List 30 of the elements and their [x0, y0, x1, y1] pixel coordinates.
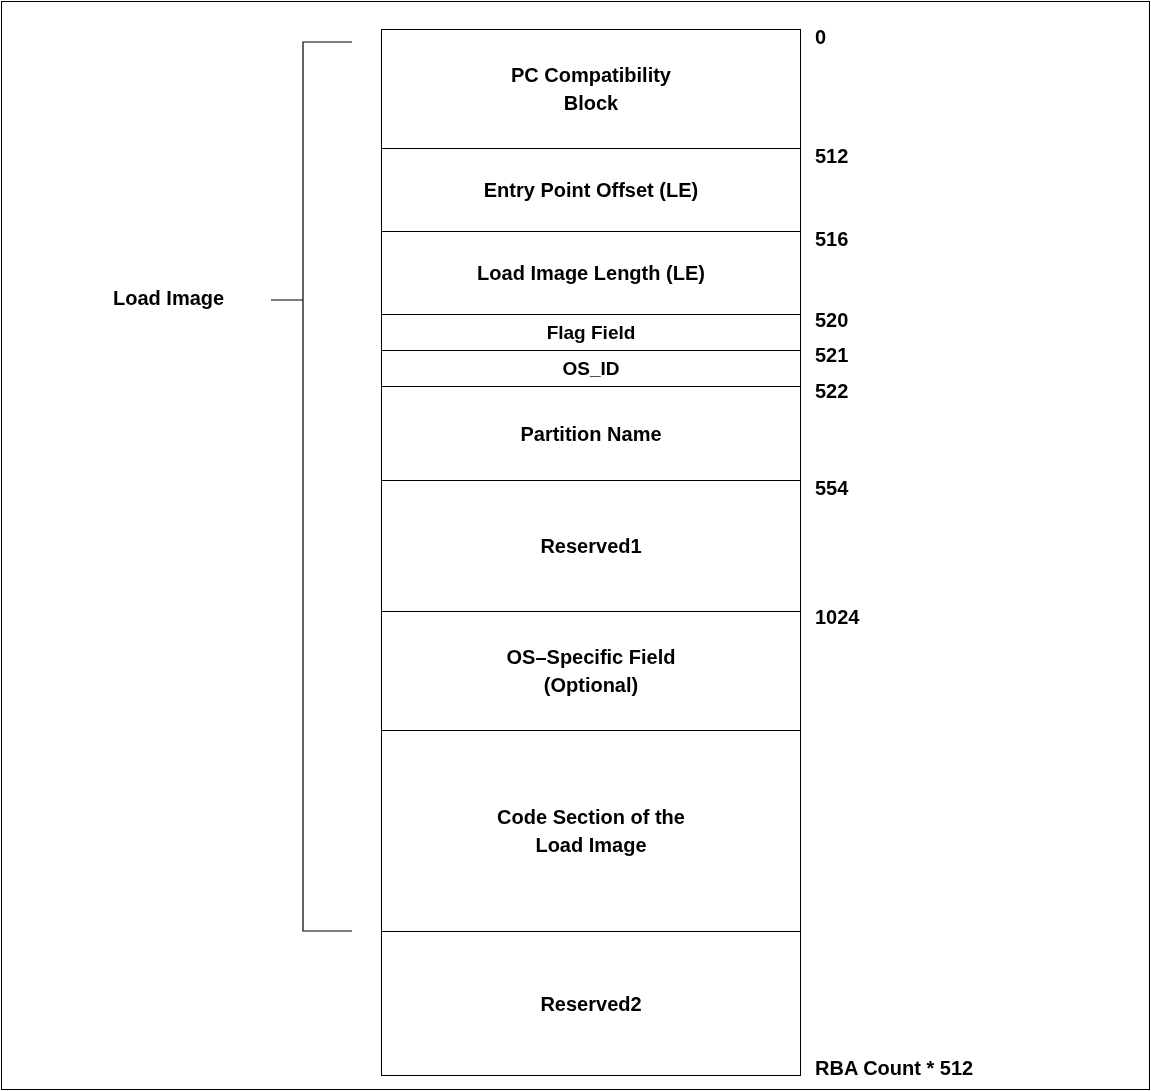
- field-name: Partition Name: [520, 421, 662, 447]
- offset-label: 0: [815, 27, 827, 47]
- field-name: OS_ID: [562, 359, 620, 378]
- field-name: Reserved1: [540, 534, 642, 559]
- section-label: Load Image: [113, 288, 225, 308]
- memory-field-box: [381, 231, 801, 315]
- memory-field-box: [381, 29, 801, 149]
- memory-field-box: [381, 931, 801, 1076]
- offset-label: 554: [815, 478, 849, 498]
- offset-label: 522: [815, 381, 849, 401]
- offset-label: 516: [815, 229, 849, 249]
- field-name: PC Compatibility Block: [510, 63, 672, 116]
- field-name: Load Image Length (LE): [477, 261, 705, 286]
- field-name: Code Section of the Load Image: [496, 805, 686, 858]
- field-name: Flag Field: [546, 323, 636, 342]
- field-name: OS–Specific Field (Optional): [505, 645, 677, 698]
- field-name: Reserved2: [540, 991, 642, 1017]
- offset-label: 521: [815, 345, 849, 365]
- offset-label: 512: [815, 146, 849, 166]
- offset-label: RBA Count * 512: [815, 1058, 974, 1078]
- memory-field-box: [381, 611, 801, 731]
- memory-field-box: [381, 314, 801, 351]
- memory-field-box: [381, 480, 801, 612]
- offset-label: 1024: [815, 607, 860, 627]
- field-name: Entry Point Offset (LE): [483, 178, 699, 203]
- memory-field-box: [381, 386, 801, 481]
- memory-field-box: [381, 148, 801, 232]
- memory-field-box: [381, 730, 801, 932]
- offset-label: 520: [815, 310, 849, 330]
- memory-field-box: [381, 350, 801, 387]
